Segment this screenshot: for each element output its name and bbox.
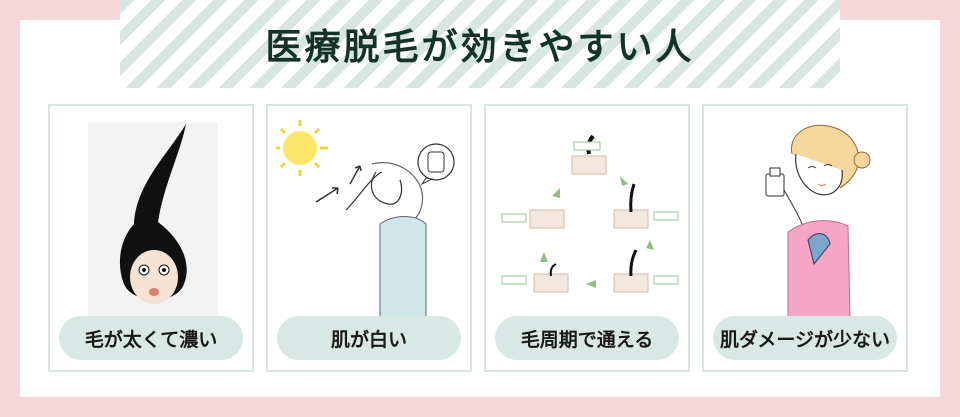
card-fair-skin: 肌が白い (266, 104, 472, 372)
label-pill: 肌ダメージが少ない (713, 316, 897, 360)
sun-icon (276, 120, 328, 176)
label-pill: 毛が太くて濃い (59, 316, 243, 360)
label-pill: 肌が白い (277, 316, 461, 360)
fair-skin-illustration (276, 120, 455, 320)
hair-cycle-diagram (501, 134, 679, 293)
card-thick-hair: 毛が太くて濃い (48, 104, 254, 372)
title-band (120, 0, 840, 88)
skin-cream-icon (417, 143, 455, 186)
card-hair-cycle: 毛周期で通える (484, 104, 690, 372)
card-low-skin-damage: 肌ダメージが少ない (702, 104, 908, 372)
label-pill: 毛周期で通える (495, 316, 679, 360)
cycle-arrows (540, 176, 654, 288)
perfume-woman-illustration (765, 124, 871, 320)
hair-character-illustration (88, 122, 218, 320)
page-title: 医療脱毛が効きやすい人 (265, 26, 695, 68)
